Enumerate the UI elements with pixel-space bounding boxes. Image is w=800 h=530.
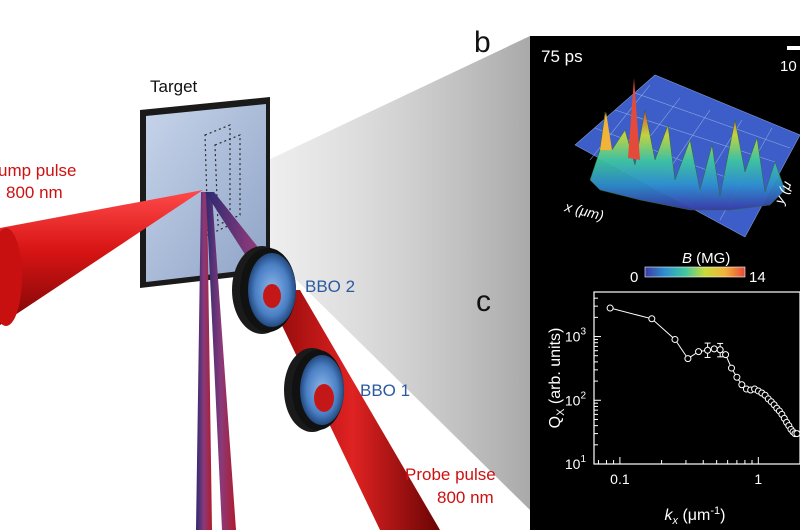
data-point xyxy=(722,351,730,359)
pump-label-line1: ump pulse xyxy=(0,161,76,180)
data-point xyxy=(648,315,656,323)
target-label: Target xyxy=(150,77,198,96)
panel-b-surface xyxy=(574,74,800,238)
bbo2-label: BBO 2 xyxy=(305,277,355,296)
y-tick-label: 101 xyxy=(565,454,587,472)
scale-bar xyxy=(787,46,800,50)
bbo1-crystal xyxy=(284,348,344,432)
chart-x-axis-label: kx (μm-1) xyxy=(665,505,726,527)
y-tick-label: 103 xyxy=(565,327,587,345)
data-point xyxy=(606,304,614,312)
bbo1-label: BBO 1 xyxy=(360,381,410,400)
pump-beam xyxy=(0,190,203,326)
colorbar-min-label: 0 xyxy=(630,269,638,286)
data-point xyxy=(695,348,703,356)
data-point xyxy=(793,430,800,438)
data-point xyxy=(684,355,692,363)
chart-y-axis-label: QX (arb. units) xyxy=(547,328,567,429)
data-point xyxy=(727,364,735,372)
probe-ray-1 xyxy=(196,192,212,530)
probe-ray-2 xyxy=(206,194,236,530)
data-point xyxy=(671,335,679,343)
scale-bar-label: 10 xyxy=(780,58,797,75)
chart-points xyxy=(606,304,800,438)
chart-tick-labels: 0.1 1 101 102 103 xyxy=(565,327,763,487)
colorbar: B (MG) 0 14 xyxy=(630,250,766,286)
data-point xyxy=(733,373,741,381)
bbo2-crystal xyxy=(232,246,296,334)
panel-c-letter: c xyxy=(476,285,491,318)
data-point xyxy=(704,346,712,354)
chart-frame xyxy=(593,291,800,465)
data-point xyxy=(738,381,746,389)
y-tick-label: 102 xyxy=(565,390,587,408)
colorbar-title: B (MG) xyxy=(682,250,730,267)
pump-label-line2: 800 nm xyxy=(6,183,63,202)
data-point xyxy=(710,345,718,353)
data-point xyxy=(716,346,724,354)
panel-b-letter: b xyxy=(474,26,491,59)
panel-c-chart: 0.1 1 101 102 103 QX (arb. units) kx (μm-1) xyxy=(547,291,800,527)
probe-label-line2: 800 nm xyxy=(437,488,494,507)
chart-ticks xyxy=(594,291,800,465)
x-tick-label: 1 xyxy=(754,471,762,487)
x-tick-label: 0.1 xyxy=(610,471,630,487)
magnification-cone xyxy=(205,36,530,510)
colorbar-max-label: 14 xyxy=(749,269,766,286)
probe-label-line1: Probe pulse xyxy=(405,465,496,484)
colorbar-gradient xyxy=(644,266,746,278)
panel-b-time-label: 75 ps xyxy=(541,47,583,66)
